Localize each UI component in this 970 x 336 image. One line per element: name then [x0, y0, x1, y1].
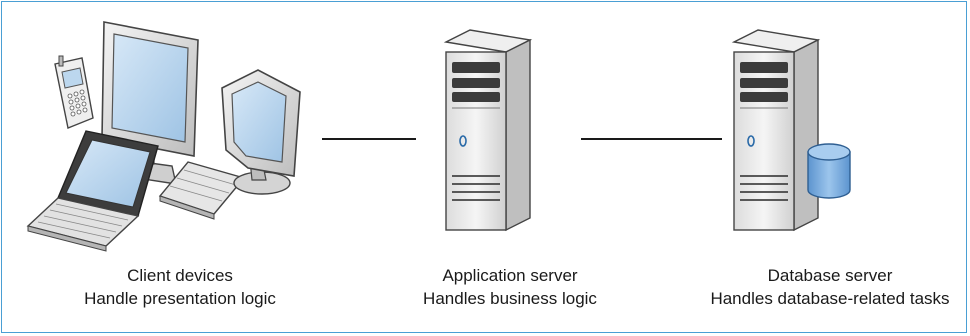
application-server-icon [443, 29, 533, 232]
database-server-subtitle: Handles database-related tasks [710, 289, 950, 308]
laptop-icon [26, 130, 159, 252]
desktop-monitor-icon [101, 21, 199, 185]
application-server-subtitle: Handles business logic [423, 289, 597, 308]
client-devices-title: Client devices [127, 266, 233, 285]
keyboard-icon [158, 161, 246, 220]
cell-phone-icon [54, 55, 94, 129]
client-devices-group [26, 21, 301, 252]
client-devices-caption: Client devices Handle presentation logic [40, 264, 320, 310]
database-server-icon [731, 29, 821, 232]
database-server-title: Database server [767, 266, 893, 285]
database-server-caption: Database server Handles database-related… [680, 264, 970, 310]
desktop-monitor-icon [221, 69, 301, 195]
application-server-title: Application server [442, 266, 578, 285]
application-server-caption: Application server Handles business logi… [380, 264, 640, 310]
client-devices-subtitle: Handle presentation logic [84, 289, 276, 308]
database-cylinder-icon [807, 143, 851, 199]
